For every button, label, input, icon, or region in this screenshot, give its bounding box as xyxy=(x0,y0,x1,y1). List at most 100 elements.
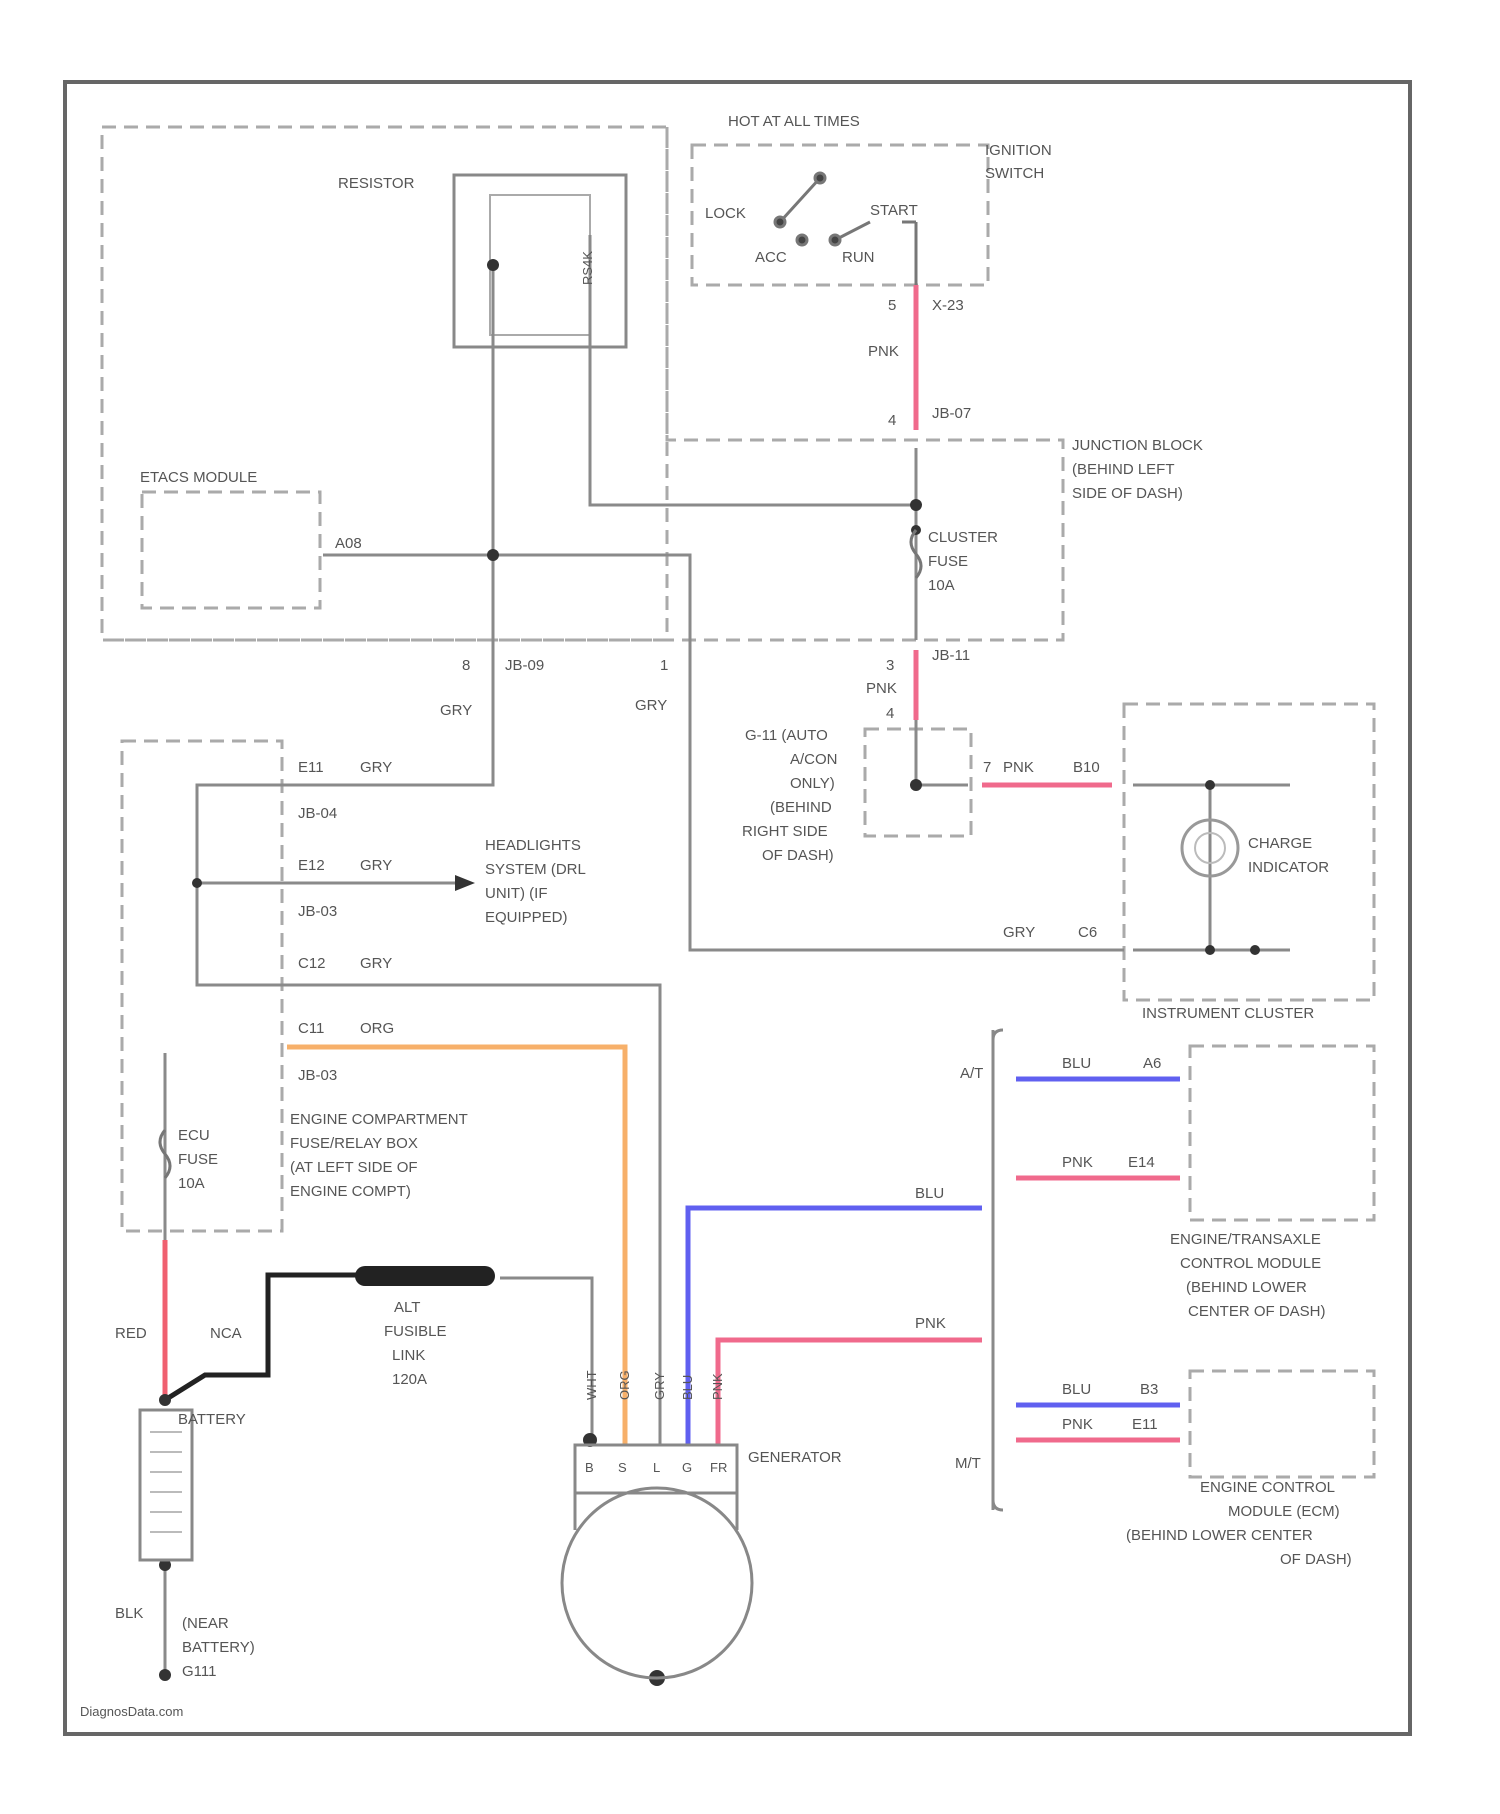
label-ecm-4: OF DASH) xyxy=(1280,1551,1352,1568)
label-pin-3: 3 xyxy=(886,657,894,674)
label-pnk-1: PNK xyxy=(868,343,899,360)
label-jb03b: JB-03 xyxy=(298,1067,337,1084)
label-etcm-3: (BEHIND LOWER xyxy=(1186,1279,1307,1296)
label-e11: E11 xyxy=(298,759,324,776)
label-c12: C12 xyxy=(298,955,326,972)
label-junction-block-2: (BEHIND LEFT xyxy=(1072,461,1175,478)
ignition-lock-contact xyxy=(780,178,820,222)
splice-dot xyxy=(1205,780,1215,790)
wire-gry-generator-l xyxy=(282,985,660,1445)
splice-dot xyxy=(910,779,922,791)
splice-dot xyxy=(192,878,202,888)
label-ecm-2: MODULE (ECM) xyxy=(1228,1503,1340,1520)
etcm-box xyxy=(1190,1046,1374,1220)
label-jb11: JB-11 xyxy=(932,647,970,664)
label-relay-5: RIGHT SIDE xyxy=(742,823,828,840)
label-resistor-value: RS4K xyxy=(580,251,595,285)
wire-wht-generator-b xyxy=(500,1278,592,1445)
label-term-fr: FR xyxy=(710,1460,727,1475)
label-jb03: JB-03 xyxy=(298,903,337,920)
label-relay-3: ONLY) xyxy=(790,775,835,792)
label-cluster-fuse-3: 10A xyxy=(928,577,955,594)
label-gen-wire-fr: PNK xyxy=(710,1373,725,1400)
label-term-g: G xyxy=(682,1460,692,1475)
label-pin-4b: 4 xyxy=(886,705,894,722)
label-term-b: B xyxy=(585,1460,594,1475)
wire-org-generator-s xyxy=(287,1047,625,1445)
label-mt: M/T xyxy=(955,1455,981,1472)
label-c6: C6 xyxy=(1078,924,1097,941)
label-blu-3: BLU xyxy=(1062,1381,1091,1398)
label-blk: BLK xyxy=(115,1605,143,1622)
ignition-contact-dot xyxy=(775,217,785,227)
label-relay-6: OF DASH) xyxy=(762,847,834,864)
label-b10: B10 xyxy=(1073,759,1100,776)
label-term-l: L xyxy=(653,1460,660,1475)
label-engine-box-4: ENGINE COMPT) xyxy=(290,1183,411,1200)
label-pin-8: 8 xyxy=(462,657,470,674)
splice-dot xyxy=(487,549,499,561)
label-hot-at-all-times: HOT AT ALL TIMES xyxy=(728,113,860,130)
label-blu-1: BLU xyxy=(1062,1055,1091,1072)
splice-dot xyxy=(487,259,499,271)
label-ground: (NEAR xyxy=(182,1615,229,1632)
label-ecm: ENGINE CONTROL xyxy=(1200,1479,1335,1496)
label-pnk-4: PNK xyxy=(1062,1154,1093,1171)
wire-resistor-junction xyxy=(590,235,916,505)
label-e14: E14 xyxy=(1128,1154,1155,1171)
ecm-box xyxy=(1190,1371,1374,1477)
splice-dot xyxy=(1250,945,1260,955)
label-etcm-2: CONTROL MODULE xyxy=(1180,1255,1321,1272)
label-a6: A6 xyxy=(1143,1055,1161,1072)
label-blu-2: BLU xyxy=(915,1185,944,1202)
label-junction-block: JUNCTION BLOCK xyxy=(1072,437,1203,454)
label-acc: ACC xyxy=(755,249,787,266)
label-gry-2: GRY xyxy=(635,697,667,714)
label-pin-5: 5 xyxy=(888,297,896,314)
label-charge-indicator: CHARGE xyxy=(1248,835,1312,852)
label-cluster-fuse-2: FUSE xyxy=(928,553,968,570)
label-gen-wire-b: WHT xyxy=(584,1370,599,1400)
label-pnk-5: PNK xyxy=(915,1315,946,1332)
label-ground-2: BATTERY) xyxy=(182,1639,255,1656)
label-engine-box-3: (AT LEFT SIDE OF xyxy=(290,1159,418,1176)
label-org: ORG xyxy=(360,1020,394,1037)
label-e11b: E11 xyxy=(1132,1416,1158,1433)
wire-gry-resistor xyxy=(197,265,493,985)
headlights-arrow-icon xyxy=(455,875,475,891)
label-instrument-cluster: INSTRUMENT CLUSTER xyxy=(1142,1005,1314,1022)
label-gry-3: GRY xyxy=(1003,924,1035,941)
label-resistor: RESISTOR xyxy=(338,175,415,192)
label-gen-wire-l: GRY xyxy=(652,1372,667,1400)
label-c11: C11 xyxy=(298,1020,324,1037)
label-pnk-3: PNK xyxy=(1003,759,1034,776)
label-relay-4: (BEHIND xyxy=(770,799,832,816)
label-jb07: JB-07 xyxy=(932,405,971,422)
generator xyxy=(562,1488,752,1678)
splice-dot xyxy=(910,499,922,511)
label-headlights-2: SYSTEM (DRL xyxy=(485,861,586,878)
label-gen-wire-g: BLU xyxy=(680,1375,695,1400)
label-jb04: JB-04 xyxy=(298,805,337,822)
splice-dot xyxy=(1205,945,1215,955)
label-engine-box: ENGINE COMPARTMENT xyxy=(290,1111,468,1128)
label-ecm-3: (BEHIND LOWER CENTER xyxy=(1126,1527,1313,1544)
etacs-module-box xyxy=(142,492,320,608)
resistor-element xyxy=(490,195,590,335)
ignition-contact-dot xyxy=(830,235,840,245)
label-run: RUN xyxy=(842,249,875,266)
label-alt-fusible-link-4: 120A xyxy=(392,1371,427,1388)
label-battery: BATTERY xyxy=(178,1411,246,1428)
label-e12: E12 xyxy=(298,857,325,874)
label-gry-5: GRY xyxy=(360,857,392,874)
label-headlights: HEADLIGHTS xyxy=(485,837,581,854)
label-pnk-6: PNK xyxy=(1062,1416,1093,1433)
resistor xyxy=(454,175,626,347)
label-a08: A08 xyxy=(335,535,362,552)
label-etacs-module: ETACS MODULE xyxy=(140,469,257,486)
label-pin-4: 4 xyxy=(888,412,896,429)
label-ecu-fuse-2: FUSE xyxy=(178,1151,218,1168)
label-relay: G-11 (AUTO xyxy=(745,727,828,744)
splice-dot xyxy=(159,1394,171,1406)
label-jb09: JB-09 xyxy=(505,657,544,674)
